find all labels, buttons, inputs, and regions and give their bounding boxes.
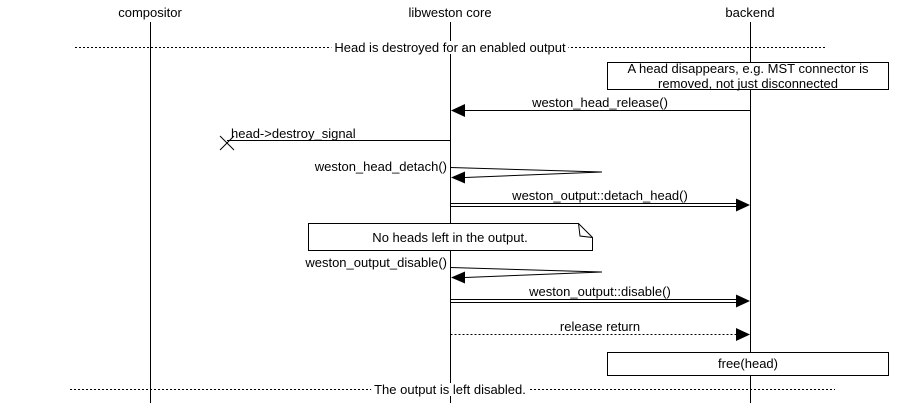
note-no-heads-shape bbox=[308, 223, 593, 251]
divider-bottom-label: The output is left disabled. bbox=[371, 383, 529, 396]
participant-libweston-core: libweston core bbox=[408, 5, 492, 20]
message-destroy-signal-label: head->destroy_signal bbox=[231, 126, 356, 141]
arrow-output-disable-self bbox=[450, 267, 603, 284]
divider-top-label: Head is destroyed for an enabled output bbox=[331, 41, 569, 54]
message-head-release-label: weston_head_release() bbox=[532, 95, 668, 110]
note-head-disappears-line1: A head disappears, e.g. MST connector is bbox=[627, 61, 869, 76]
message-output-disable-label: weston_output_disable() bbox=[305, 255, 447, 270]
message-head-detach-label: weston_head_detach() bbox=[314, 159, 447, 174]
message-output-disable-call-label: weston_output::disable() bbox=[529, 284, 671, 299]
note-no-heads-label: No heads left in the output. bbox=[372, 230, 528, 245]
arrow-release-return bbox=[450, 328, 750, 341]
arrow-head-detach-self bbox=[450, 167, 603, 184]
arrow-destroy-signal bbox=[219, 135, 451, 151]
arrow-detach-head bbox=[450, 198, 750, 212]
action-box-free-head: free(head) bbox=[607, 352, 889, 376]
participant-backend: backend bbox=[725, 5, 775, 20]
note-head-disappears: A head disappears, e.g. MST connector is… bbox=[607, 61, 889, 91]
arrow-head-release bbox=[451, 104, 751, 117]
note-head-disappears-line2: removed, not just disconnected bbox=[658, 76, 838, 91]
participant-compositor: compositor bbox=[118, 5, 182, 20]
arrow-output-disable-call bbox=[450, 294, 750, 308]
message-release-return-label: release return bbox=[559, 319, 641, 334]
message-detach-head-label: weston_output::detach_head() bbox=[512, 188, 688, 203]
